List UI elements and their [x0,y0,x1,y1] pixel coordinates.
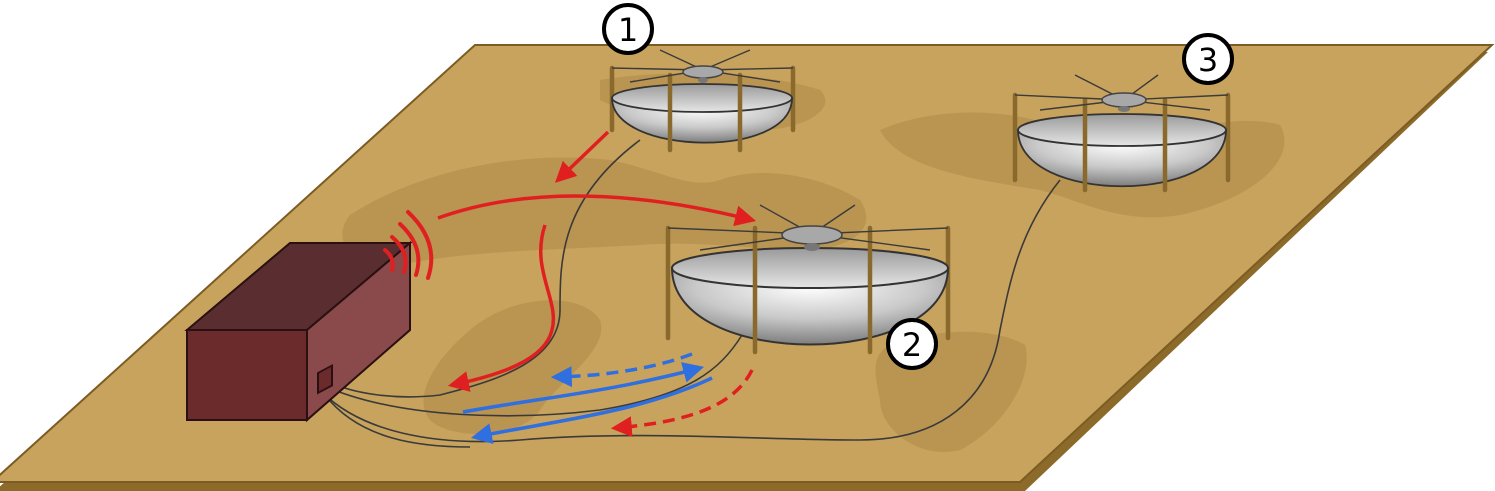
signal-arrow [550,352,693,388]
cable-bundle [321,139,1061,448]
transmitter-port [317,363,333,395]
dish-rim [671,247,949,289]
red-signal-paths [437,130,757,438]
ground-shadow [342,157,867,266]
feed-horn [1101,92,1147,108]
dish-rim [1017,113,1227,147]
antenna-badge-3: 3 [1182,33,1234,85]
transmitter-front [186,329,308,421]
signal-arrow [554,130,610,183]
dish-bowl [670,267,950,346]
antenna-badge-label: 2 [902,326,922,364]
dish-rim [611,83,793,113]
antenna-dish-icon [665,204,951,355]
blue-signal-paths [462,352,713,445]
radio-wave-icon [383,210,434,280]
signal-arrow [462,362,705,414]
antenna-badge-label: 3 [1198,41,1218,79]
signal-arrow [470,376,713,445]
feed-horn [781,225,843,245]
signal-arrow [447,224,556,392]
antenna-dish-icon [1012,74,1231,193]
antenna-badge-2: 2 [886,318,938,370]
signal-arrow [610,369,754,438]
antenna-dish-icon [609,49,796,153]
antenna-badge-label: 1 [618,11,638,49]
antenna-badge-1: 1 [602,3,654,55]
feed-horn [682,65,724,79]
transmitter-box-icon [184,240,413,423]
signal-arrow [437,194,757,227]
